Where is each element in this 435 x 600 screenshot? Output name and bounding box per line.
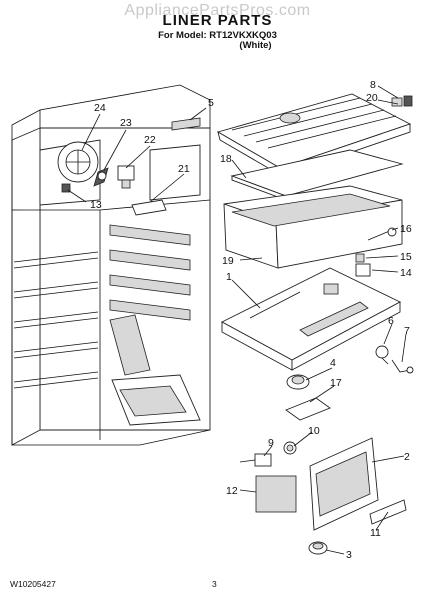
callout-22: 22 — [144, 134, 156, 146]
callout-18: 18 — [220, 153, 232, 165]
page-title: LINER PARTS — [162, 12, 273, 29]
leader-lines — [67, 85, 407, 555]
callout-3: 3 — [346, 549, 352, 561]
control-plate — [285, 397, 331, 421]
control-panel — [309, 437, 379, 531]
shelf-support — [391, 95, 413, 107]
callout-8: 8 — [370, 79, 376, 91]
color-line: (White) — [239, 40, 272, 51]
filter-pad — [255, 475, 297, 513]
callout-labels: 24 23 22 21 13 5 8 20 18 16 19 15 14 1 6… — [90, 79, 412, 561]
callout-16: 16 — [400, 223, 412, 235]
thermistor — [367, 227, 397, 241]
callout-9: 9 — [268, 437, 274, 449]
watermark: AppliancePartsPros.com — [124, 2, 311, 19]
callout-24: 24 — [94, 102, 106, 114]
callout-17: 17 — [330, 377, 342, 389]
callout-1: 1 — [226, 271, 232, 283]
left-shelf-rails — [13, 251, 99, 389]
thermostat-knob — [286, 374, 310, 390]
fan-motor — [117, 165, 135, 181]
motor-bracket — [131, 199, 167, 216]
fan-grommet — [61, 183, 71, 193]
footer-part-number: W10205427 — [10, 579, 56, 589]
callout-23: 23 — [120, 117, 132, 129]
page-number: 3 — [212, 579, 217, 589]
callout-11: 11 — [370, 527, 381, 539]
callout-12: 12 — [226, 485, 238, 497]
callout-5: 5 — [208, 97, 214, 109]
defrost-timer — [283, 441, 297, 455]
callout-13: 13 — [90, 199, 102, 211]
control-housing — [221, 267, 401, 371]
callout-15: 15 — [400, 251, 412, 263]
liner-cabinet — [11, 84, 211, 446]
callout-4: 4 — [330, 357, 336, 369]
right-shelf-rails — [109, 224, 191, 321]
fan-cover — [57, 141, 99, 183]
wire-harness — [391, 359, 414, 374]
light-switch — [239, 453, 272, 467]
control-knob — [308, 541, 328, 555]
model-line: For Model: RT12VKXKQ03 — [158, 30, 277, 41]
callout-2: 2 — [404, 451, 410, 463]
callout-14: 14 — [400, 267, 412, 279]
callout-7: 7 — [404, 325, 410, 337]
light-bulb — [375, 345, 389, 365]
callout-21: 21 — [178, 163, 190, 175]
callout-20: 20 — [366, 92, 378, 104]
meat-pan — [223, 185, 403, 269]
callout-10: 10 — [308, 425, 320, 437]
callout-19: 19 — [222, 255, 234, 267]
light-socket — [355, 263, 371, 277]
clip — [355, 253, 365, 263]
callout-6: 6 — [388, 315, 394, 327]
